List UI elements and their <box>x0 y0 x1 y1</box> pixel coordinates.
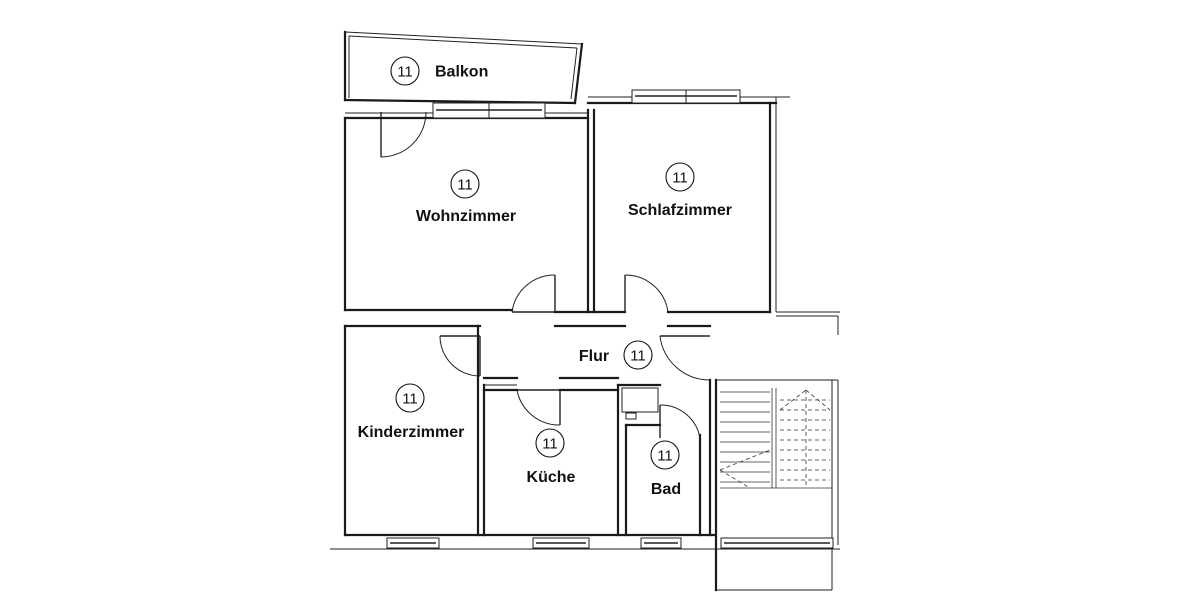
room-label-kinderzimmer: Kinderzimmer <box>358 424 465 441</box>
door-wohnzimmer <box>511 274 556 313</box>
room-number-text: 11 <box>397 64 413 81</box>
exterior-walls <box>330 96 840 550</box>
window-wohnzimmer <box>432 102 546 119</box>
room-number-badge <box>450 169 480 199</box>
window-kinderzimmer <box>386 537 440 549</box>
room-number-badge <box>535 428 565 458</box>
room-flur: Flur 11 <box>579 340 653 370</box>
room-schlafzimmer: 11 Schlafzimmer <box>628 162 732 219</box>
room-number-text: 11 <box>630 348 646 365</box>
room-label-balkon: Balkon <box>435 64 488 81</box>
room-wohnzimmer: 11 Wohnzimmer <box>416 169 516 225</box>
room-number-text: 11 <box>457 177 473 194</box>
door-entry <box>659 335 711 381</box>
door-kinderzimmer <box>439 335 481 377</box>
room-number-text: 11 <box>402 391 418 408</box>
room-number-badge <box>650 440 680 470</box>
interior-walls <box>343 108 839 592</box>
room-label-kueche: Küche <box>527 469 576 486</box>
staircase <box>719 388 832 489</box>
bathtub <box>621 387 659 420</box>
door-balkon <box>380 111 427 158</box>
window-kueche <box>532 537 590 549</box>
window-stairwell <box>720 537 834 549</box>
door-schlafzimmer <box>624 274 669 313</box>
room-label-wohnzimmer: Wohnzimmer <box>416 208 516 225</box>
room-label-flur: Flur <box>579 348 609 365</box>
room-kinderzimmer: 11 Kinderzimmer <box>358 383 465 441</box>
room-number-badge <box>623 340 653 370</box>
door-bad <box>659 404 701 439</box>
room-label-schlafzimmer: Schlafzimmer <box>628 202 732 219</box>
room-kueche: 11 Küche <box>527 428 576 486</box>
window-bad <box>640 537 682 549</box>
room-number-badge <box>390 56 420 86</box>
room-label-bad: Bad <box>651 481 681 498</box>
room-number-badge <box>395 383 425 413</box>
room-number-text: 11 <box>657 448 673 465</box>
room-number-text: 11 <box>542 436 558 453</box>
door-kueche <box>516 389 561 426</box>
room-number-badge <box>665 162 695 192</box>
room-number-text: 11 <box>672 170 688 187</box>
room-bad: 11 Bad <box>650 440 681 498</box>
room-balkon: 11 Balkon <box>390 56 488 86</box>
window-schlafzimmer <box>631 89 741 104</box>
